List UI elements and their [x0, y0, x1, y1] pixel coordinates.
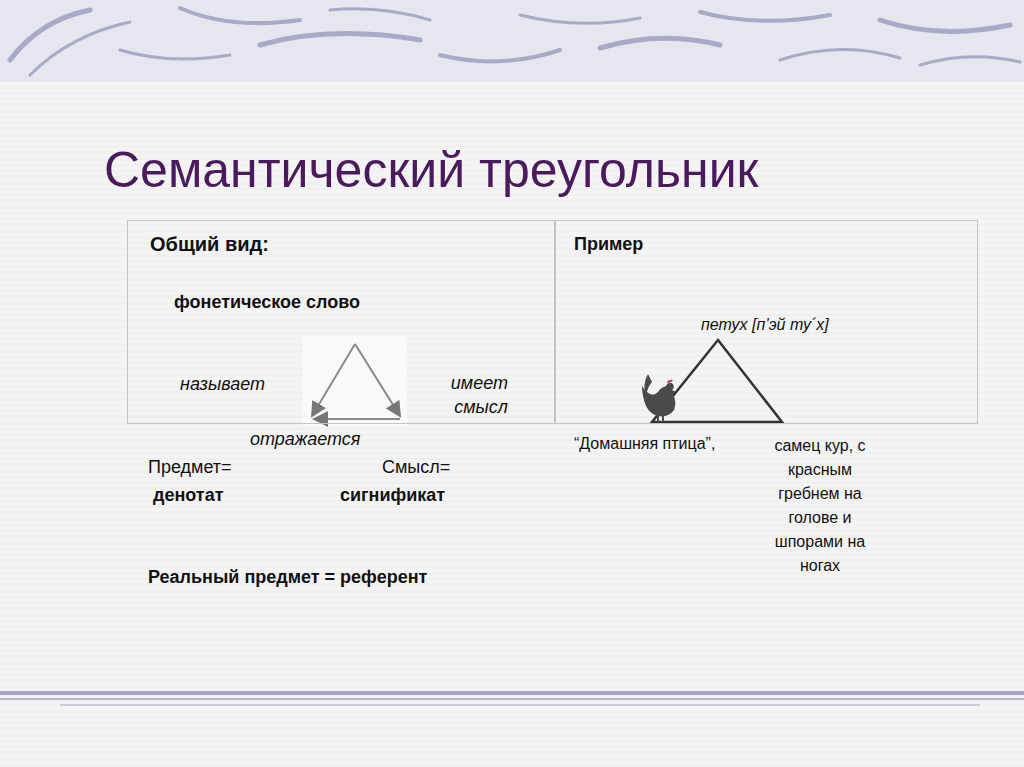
general-triangle [303, 336, 407, 426]
term-label: сигнификат [340, 484, 445, 507]
table-cell: Пример петух [п’эй ту´х] [555, 220, 978, 424]
example-definition: самец кур, с красным гребнем на голове и… [760, 434, 880, 578]
vertex-label: Предмет= [148, 456, 232, 479]
side-label: отражается [250, 428, 360, 451]
term-label: денотат [153, 484, 224, 507]
top-band [0, 0, 1024, 82]
side-label: имеет смысл [418, 371, 508, 419]
wavy-strokes [10, 8, 1020, 75]
vertex-label: петух [п’эй ту´х] [701, 315, 829, 336]
vertex-label: фонетическое слово [174, 291, 360, 314]
slide-title: Семантический треугольник [104, 138, 758, 203]
vertex-label: Смысл= [382, 456, 450, 479]
example-label: “Домашняя птица”, [574, 434, 715, 455]
rooster-picture [642, 374, 676, 422]
bottom-rule [0, 693, 1024, 705]
table-cell: Общий вид: фонетическое слово называет имее… [127, 220, 555, 424]
side-label: называет [180, 373, 265, 396]
note-text: Реальный предмет = референт [148, 566, 427, 589]
cell-heading: Пример [574, 233, 643, 256]
cell-heading: Общий вид: [150, 231, 269, 257]
